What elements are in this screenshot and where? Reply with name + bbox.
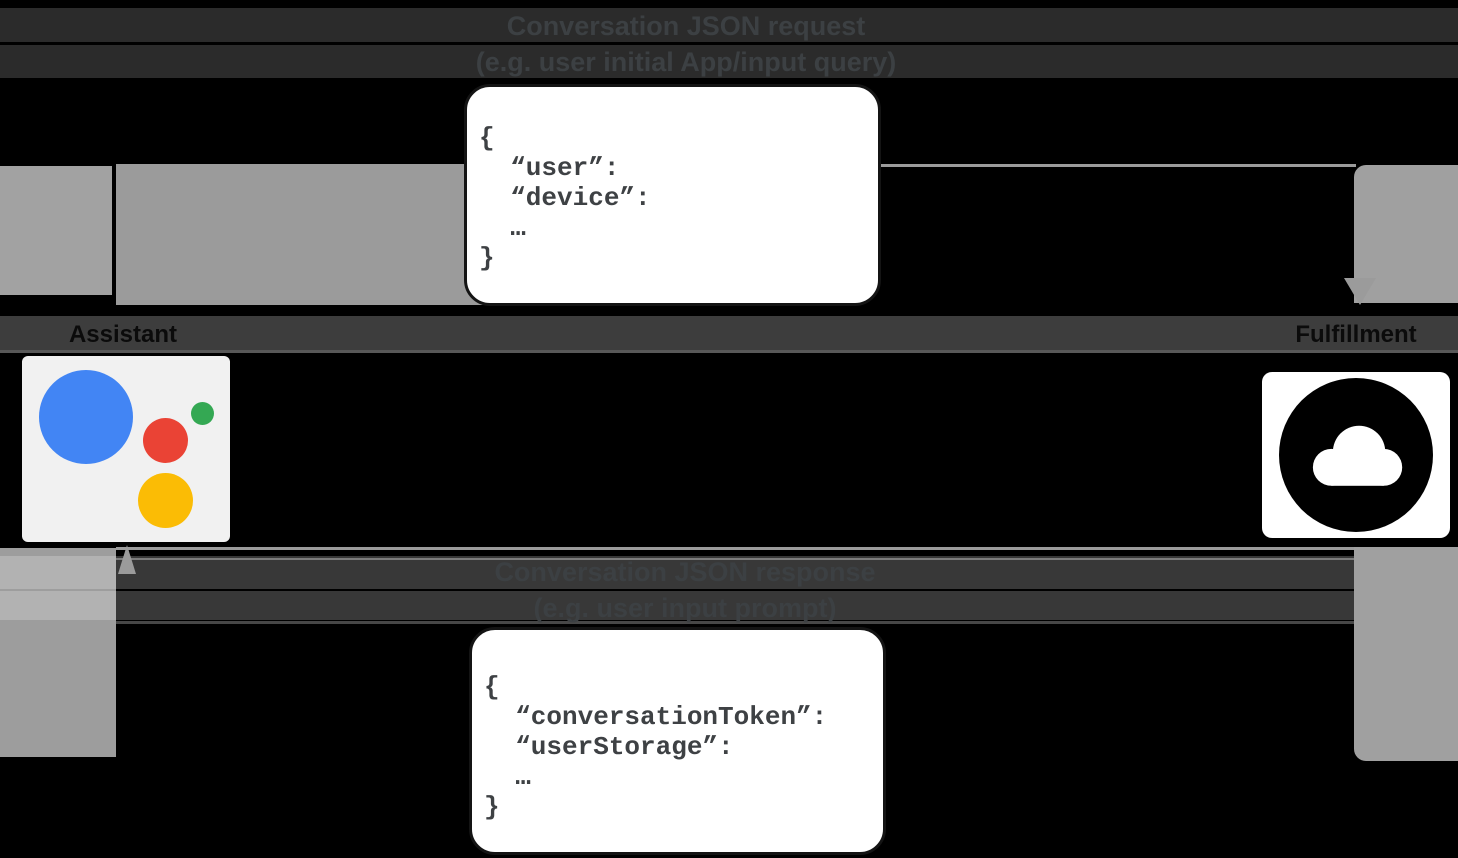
response-arrow-top-line <box>116 547 1354 550</box>
google-assistant-logo <box>22 356 230 542</box>
response-json-code: { “conversationToken”: “userStorage”: … … <box>484 672 828 822</box>
google-cloud-icon <box>1279 378 1433 532</box>
assistant-tile <box>22 356 230 542</box>
response-arrow-right-elbow <box>1354 547 1458 761</box>
assistant-red-circle <box>143 418 188 463</box>
response-label-row-band-2 <box>0 591 1458 620</box>
request-title: Conversation JSON request <box>506 11 866 41</box>
request-arrow-left-segment <box>0 166 112 295</box>
response-arrow-bottom-line <box>116 621 1354 624</box>
response-json-box: { “conversationToken”: “userStorage”: … … <box>469 627 886 855</box>
fulfillment-label: Fulfillment <box>1295 321 1417 348</box>
assistant-label: Assistant <box>68 321 178 348</box>
request-json-box: { “user”: “device”: … } <box>464 84 881 306</box>
request-subtitle: (e.g. user initial App/input query) <box>475 47 897 77</box>
response-arrow-inner-line <box>116 558 1354 560</box>
assistant-yellow-circle <box>138 473 193 528</box>
request-label-row-band-2 <box>0 45 1458 78</box>
actor-band <box>0 316 1458 353</box>
response-label-row-band-1 <box>0 556 1458 589</box>
response-arrowhead-icon <box>118 545 136 574</box>
assistant-blue-circle <box>39 370 133 464</box>
response-arrow-left-segment <box>0 548 116 757</box>
assistant-green-circle <box>191 402 214 425</box>
request-json-code: { “user”: “device”: … } <box>479 123 651 273</box>
response-label: Conversation JSON response (e.g. user in… <box>285 554 1085 626</box>
request-arrow-body <box>116 164 500 305</box>
request-arrowhead-icon <box>1344 278 1376 305</box>
request-label-row-band-1 <box>0 8 1458 42</box>
response-title: Conversation JSON response <box>494 557 876 587</box>
fulfillment-tile <box>1262 372 1450 538</box>
request-label: Conversation JSON request (e.g. user ini… <box>286 8 1086 80</box>
response-subtitle: (e.g. user input prompt) <box>533 593 837 623</box>
